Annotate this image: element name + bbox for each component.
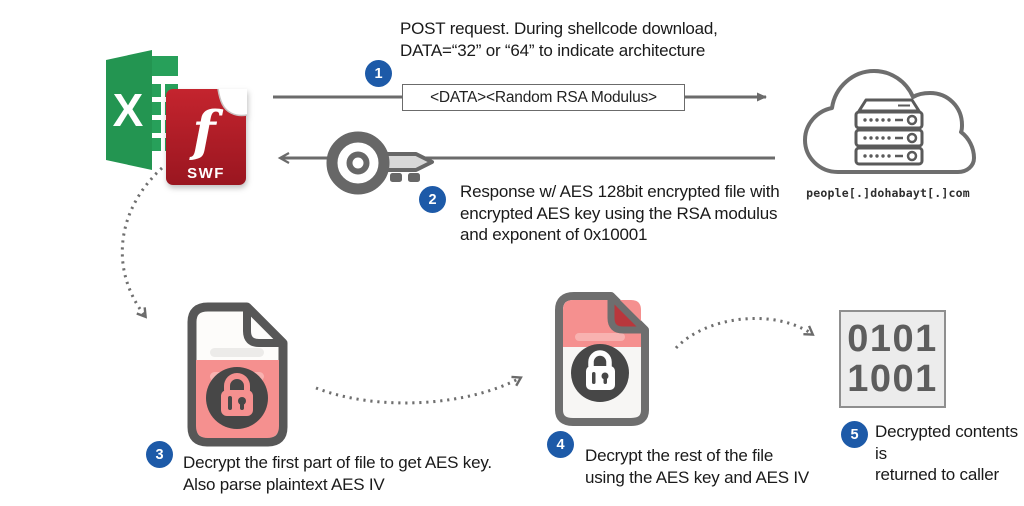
- step-1-badge: 1: [365, 60, 392, 87]
- padlock-icon: [586, 350, 615, 390]
- step-1-text: POST request. During shellcode download,…: [400, 19, 718, 60]
- server-icon: [854, 98, 924, 166]
- encrypted-file-part1-icon: [187, 302, 288, 447]
- server-domain: people[.]dohabayt[.]com: [806, 186, 970, 200]
- swf-file-icon: f SWF: [166, 88, 248, 185]
- binary-line-2: 1001: [847, 358, 938, 400]
- key-icon: [326, 131, 434, 195]
- step-3-text: Decrypt the first part of file to get AE…: [183, 453, 492, 494]
- step-2-badge: 2: [419, 186, 446, 213]
- decrypted-binary-box: 0101 1001: [839, 310, 946, 408]
- step-4-number: 4: [556, 436, 565, 453]
- step-1-number: 1: [374, 65, 383, 82]
- swf-label: SWF: [187, 165, 225, 182]
- dotted-arrow-decrypt-next: [315, 366, 533, 405]
- request-payload-text: <DATA><Random RSA Modulus>: [430, 88, 657, 106]
- dotted-arrow-return: [674, 317, 824, 350]
- cloud-icon: [803, 69, 976, 174]
- step-2-text: Response w/ AES 128bit encrypted file wi…: [460, 182, 780, 244]
- dotted-arrow-download: [120, 166, 164, 333]
- step-5-badge: 5: [841, 421, 868, 448]
- binary-line-1: 0101: [847, 318, 938, 360]
- step-2-number: 2: [428, 191, 437, 208]
- step-4-text: Decrypt the rest of the file using the A…: [585, 446, 810, 487]
- step-3-number: 3: [155, 446, 164, 463]
- request-payload-box: <DATA><Random RSA Modulus>: [402, 84, 685, 111]
- step-4-badge: 4: [547, 431, 574, 458]
- step-5-number: 5: [850, 426, 859, 443]
- excel-letter: X: [113, 84, 144, 136]
- step-5-text: Decrypted contents is returned to caller: [875, 422, 1018, 484]
- encrypted-file-part2-icon: [555, 292, 649, 426]
- step-3-badge: 3: [146, 441, 173, 468]
- padlock-icon: [221, 373, 253, 416]
